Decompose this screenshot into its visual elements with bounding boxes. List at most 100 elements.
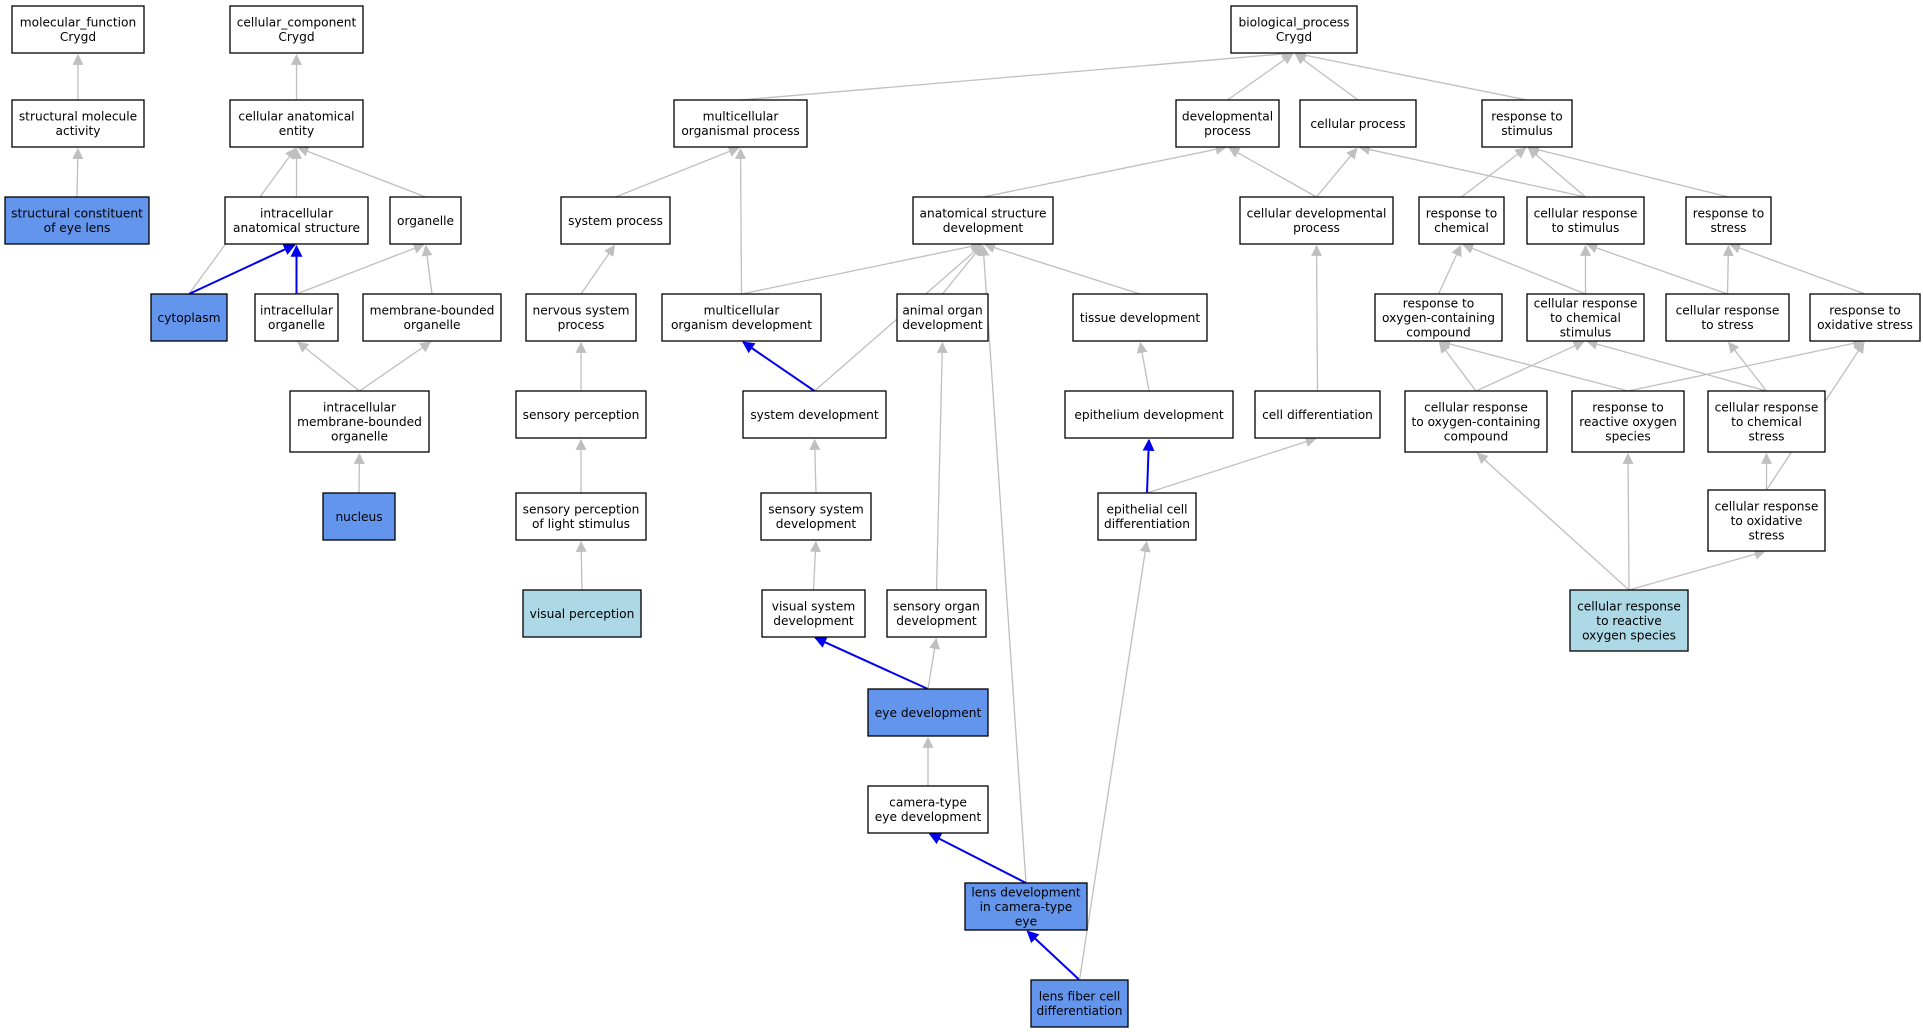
node-label-line: cellular anatomical xyxy=(238,110,354,124)
node-box xyxy=(4,196,150,245)
node-cell-differentiation[interactable]: cell differentiation xyxy=(1254,390,1381,439)
node-sensory-perception[interactable]: sensory perception xyxy=(515,390,647,439)
node-label-line: to chemical xyxy=(1550,311,1621,325)
edge-epithelial-cell-differentiation-to-cell-differentiation xyxy=(1146,436,1317,494)
edge-epithelial-cell-differentiation-to-epithelium-development xyxy=(1142,438,1155,494)
node-label-line: development xyxy=(902,318,983,332)
edge-system-process-to-multicellular-organismal-process xyxy=(615,146,740,198)
node-box xyxy=(1239,196,1394,245)
node-label-line: camera-type xyxy=(889,796,967,810)
node-label-line: to stress xyxy=(1701,318,1753,332)
node-label-line: compound xyxy=(1406,325,1470,339)
node-label-line: cellular process xyxy=(1310,117,1405,131)
node-label-line: differentiation xyxy=(1104,517,1190,531)
node-epithelium-development[interactable]: epithelium development xyxy=(1064,390,1234,439)
node-box xyxy=(1064,390,1234,439)
edge-cellular-response-to-reactive-oxygen-species-to-cellular-response-to-oxygen-containing-compound xyxy=(1476,452,1630,591)
edge-nervous-system-process-to-system-process xyxy=(580,244,615,295)
edge-anatomical-structure-development-to-developmental-process xyxy=(982,143,1227,198)
node-box xyxy=(1526,196,1645,245)
node-box xyxy=(150,293,228,342)
edge-cellular-response-to-stimulus-to-response-to-stimulus xyxy=(1527,147,1586,198)
edge-lens-fiber-cell-differentiation-to-epithelial-cell-differentiation xyxy=(1078,540,1151,981)
edge-cellular-developmental-process-to-developmental-process xyxy=(1228,147,1317,198)
node-label-line: cellular response xyxy=(1715,499,1819,513)
node-label-line: lens development xyxy=(971,885,1080,899)
node-box xyxy=(1571,390,1685,453)
node-label-line: developmental xyxy=(1182,110,1273,124)
node-label-line: stimulus xyxy=(1560,325,1612,339)
node-tissue-development[interactable]: tissue development xyxy=(1072,293,1208,342)
node-system-development[interactable]: system development xyxy=(742,390,887,439)
edge-cellular-response-to-reactive-oxygen-species-to-response-to-reactive-oxygen-species xyxy=(1622,452,1634,591)
node-cellular-process[interactable]: cellular process xyxy=(1299,99,1417,148)
node-box xyxy=(673,99,808,148)
node-label-line: development xyxy=(776,517,857,531)
node-cytoplasm[interactable]: cytoplasm xyxy=(150,293,228,342)
node-label-line: reactive oxygen xyxy=(1579,415,1677,429)
edge-cellular-response-to-reactive-oxygen-species-to-cellular-response-to-oxidative-stress xyxy=(1628,548,1766,591)
node-box xyxy=(886,589,987,638)
node-box xyxy=(1481,99,1573,148)
node-label-line: in camera-type xyxy=(980,900,1073,914)
node-box xyxy=(964,882,1088,931)
edge-response-to-reactive-oxygen-species-to-response-to-oxidative-stress xyxy=(1627,338,1865,392)
node-box xyxy=(515,492,647,541)
edge-sensory-system-development-to-system-development xyxy=(809,438,821,494)
node-box xyxy=(389,196,462,245)
node-label-line: to oxygen-containing xyxy=(1411,415,1540,429)
node-label-line: sensory organ xyxy=(893,600,980,614)
node-system-process[interactable]: system process xyxy=(560,196,671,245)
node-label-line: to stimulus xyxy=(1552,221,1620,235)
node-label-line: intracellular xyxy=(260,304,334,318)
node-nucleus[interactable]: nucleus xyxy=(322,492,396,541)
node-visual-perception[interactable]: visual perception xyxy=(522,589,642,638)
edge-cellular-response-to-chemical-stimulus-to-response-to-chemical xyxy=(1462,243,1586,295)
node-eye-development[interactable]: eye development xyxy=(867,688,989,737)
node-label-line: response to xyxy=(1426,207,1497,221)
edge-sensory-organ-development-to-animal-organ-development xyxy=(935,341,948,591)
node-label-line: structural molecule xyxy=(19,110,137,124)
node-box xyxy=(896,293,989,342)
node-organelle[interactable]: organelle xyxy=(389,196,462,245)
edge-cellular-developmental-process-to-cellular-process xyxy=(1315,147,1358,198)
